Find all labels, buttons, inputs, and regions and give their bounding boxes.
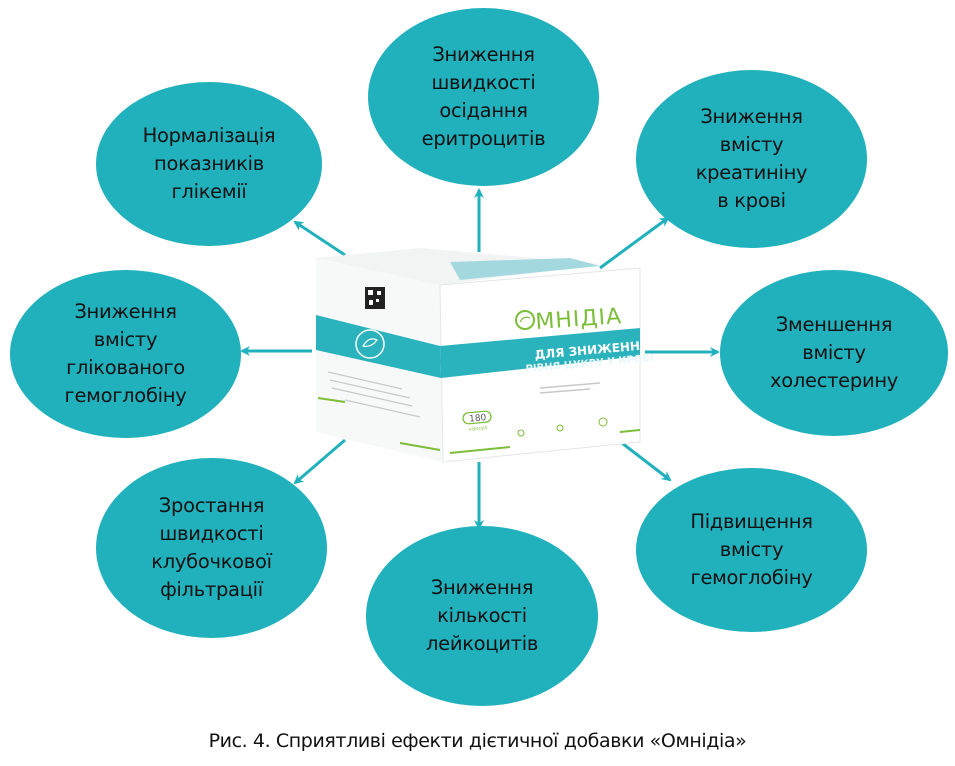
node-label: Зниження вмісту глікованого гемоглобіну (64, 300, 187, 407)
node-right: Зменшення вмісту холестерину (720, 270, 948, 436)
node-bottom: Зниження кількості лейкоцитів (366, 526, 598, 706)
arrow-to-bottom-right (617, 438, 672, 482)
node-label: Зменшення вмісту холестерину (769, 313, 899, 392)
node-top: Зниження швидкості осідання еритроцитів (368, 8, 599, 186)
node-label: Підвищення вмісту гемоглобіну (690, 510, 813, 589)
node-label: Зростання швидкості клубочкової фільтрац… (151, 494, 272, 601)
node-label: Зниження швидкості осідання еритроцитів (421, 43, 546, 150)
node-top-left: Нормалізація показників глікемії (96, 82, 322, 246)
node-top-right: Зниження вмісту креатиніну в крові (636, 70, 867, 248)
node-left: Зниження вмісту глікованого гемоглобіну (10, 270, 241, 438)
arrow-to-top-right (599, 216, 670, 270)
arrow-to-top-left (293, 220, 346, 257)
node-label: Зниження вмісту креатиніну в крові (695, 105, 808, 212)
arrow-to-bottom-left (293, 438, 346, 485)
node-bottom-right: Підвищення вмісту гемоглобіну (636, 468, 867, 632)
node-label: Нормалізація показників глікемії (142, 124, 276, 203)
node-bottom-left: Зростання швидкості клубочкової фільтрац… (96, 458, 327, 638)
node-label: Зниження кількості лейкоцитів (425, 576, 539, 655)
figure-caption: Рис. 4. Сприятливі ефекти дієтичної доба… (208, 730, 747, 752)
